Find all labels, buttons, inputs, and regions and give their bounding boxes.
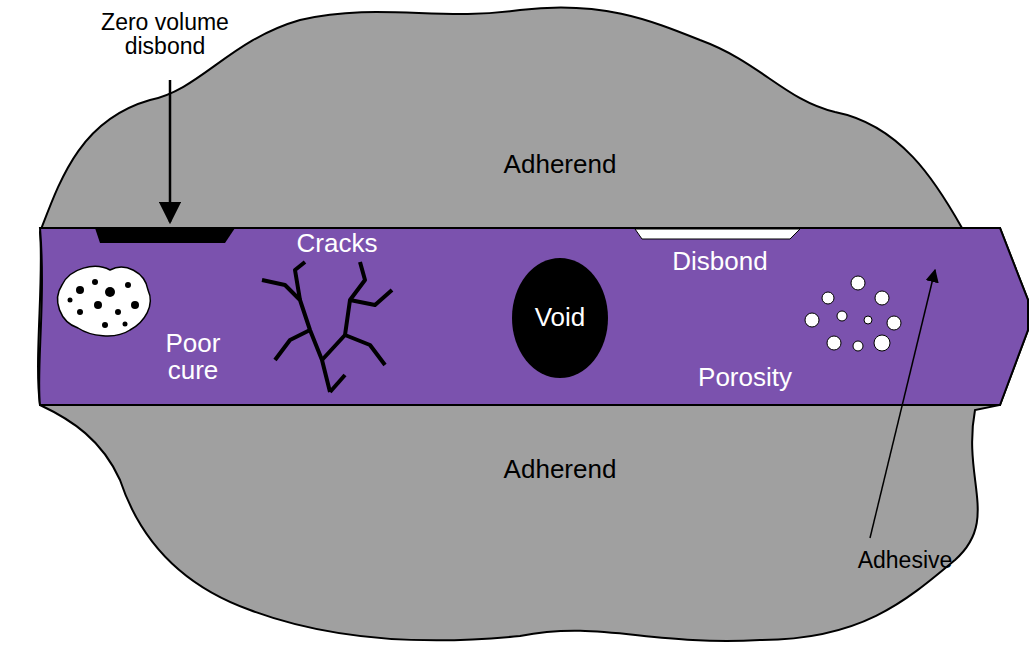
region-label: Adherend: [504, 456, 617, 483]
adherend-region: Adherend: [360, 440, 760, 500]
adherend-region: Adherend: [360, 135, 760, 195]
crack-lines: [262, 262, 392, 392]
void-region: Void: [504, 258, 616, 378]
poor-cure-patch: [58, 266, 151, 335]
adhesive-band: Void CracksDisbondPoor curePorosity: [40, 228, 1025, 405]
poor-cure-specks: [68, 279, 140, 328]
adhesive-layer: [39, 228, 1028, 405]
callout-label: Zero volume disbond: [75, 10, 255, 58]
region-label: Adherend: [504, 151, 617, 178]
zero-volume-leader: [169, 80, 172, 222]
adherend-outline: [38, 7, 1028, 641]
defect-label: Porosity: [698, 364, 792, 391]
callout-label: Adhesive: [795, 548, 1015, 572]
region-label: Void: [535, 304, 586, 331]
porosity-bubbles: [805, 276, 901, 351]
void-ellipse: [512, 258, 608, 378]
zero-volume-disbond: [95, 228, 235, 243]
defect-label: Disbond: [672, 248, 767, 275]
defect-label: Poor cure: [148, 330, 238, 385]
adhesive-leader: [870, 270, 935, 538]
defect-label: Cracks: [297, 230, 378, 257]
disbond-gap: [635, 229, 800, 239]
